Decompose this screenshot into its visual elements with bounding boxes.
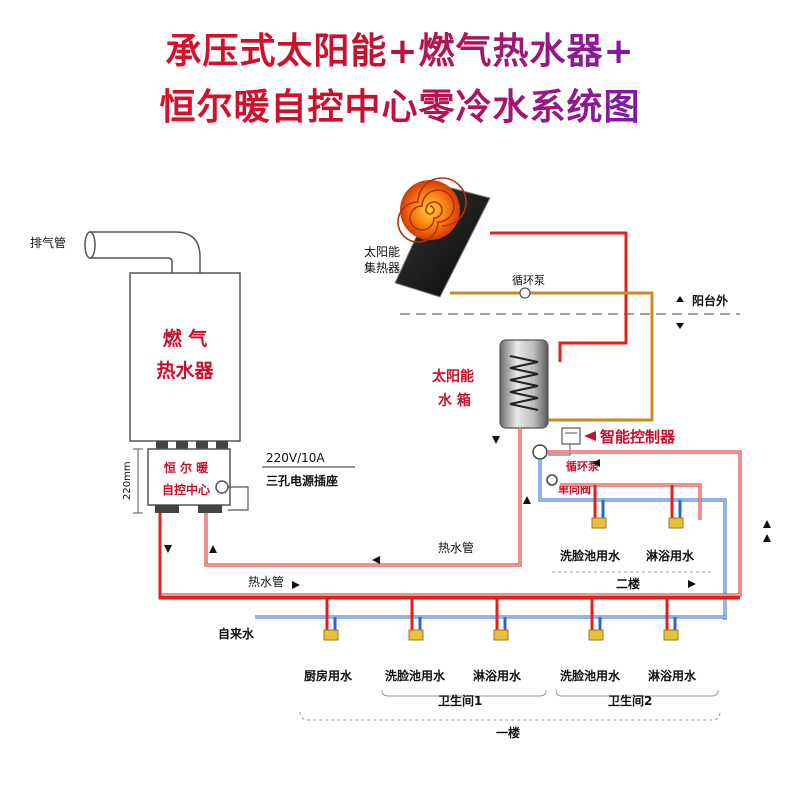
cold-inlet-label: 自来水 [218,626,255,641]
floor2-hot-pipe [158,450,742,597]
floor1-shower1-label: 淋浴用水 [473,668,522,683]
floor1-kitchen-label: 厨房用水 [304,668,353,683]
pump-top-icon [519,287,531,299]
control-label-2: 自控中心 [162,482,210,497]
hot-down-arrow-left [164,545,172,553]
power-wire [228,466,355,511]
hot-pipe-low-label: 热水管 [248,574,284,589]
hot-up-arrow-left [209,545,217,553]
floor2-taps [591,517,684,529]
bath1-label: 卫生间1 [438,693,482,708]
check-valve-icon [546,474,558,486]
solar-collector-panel [394,184,491,298]
floor2-shower-label: 淋浴用水 [646,548,695,563]
title-line-1: 承压式太阳能+燃气热水器+ [0,22,800,74]
floor2-arrow [688,580,696,588]
power-plug-icon [215,480,229,494]
controller-wire [548,444,571,456]
floor1-bracket [299,711,721,721]
heater-label-2: 热水器 [156,359,214,382]
control-outlet-right [198,505,222,513]
heater-connectors [156,441,228,449]
collector-label-1: 太阳能 [364,244,400,259]
control-label-1: 恒 尔 暖 [164,460,209,475]
power-label-2: 三孔电源插座 [266,473,338,488]
pump-mid-icon [532,444,548,460]
tank-label-1: 太阳能 [432,368,474,385]
hot-pipe-arrow [372,556,380,564]
title-line-2: 恒尔暖自控中心零冷水系统图 [0,78,800,130]
exhaust-pipe [84,231,201,276]
floor1-basin2-label: 洗脸池用水 [560,668,621,683]
balcony-down-arrow [676,323,684,329]
collector-label-2: 集热器 [364,260,400,275]
floor2-hot-pipe-inner [159,451,741,596]
floor1-label: 一楼 [496,725,520,740]
collector-return-pipe [450,291,654,422]
floor1-basin1-label: 洗脸池用水 [385,668,446,683]
floor2-basin-label: 洗脸池用水 [560,548,621,563]
bath1-bracket [381,689,547,697]
sun-coil-icon [397,177,467,243]
control-center-box [147,448,231,506]
floor2-fixture-drops [593,485,682,518]
floor1-fixture-drops [325,598,677,630]
tank-label-2: 水 箱 [438,392,471,409]
flow-arrows [492,436,771,542]
height-dimension [133,448,143,514]
smart-controller-arrow [584,431,596,441]
gas-heater-body [129,272,241,442]
tank-to-heater-pipe-inner [205,428,521,566]
smart-controller-icon [561,427,581,445]
solar-tank [499,339,549,429]
smart-controller-label: 智能控制器 [600,428,676,446]
balcony-up-arrow [676,296,684,302]
hot-pipe-mid-label: 热水管 [438,540,474,555]
balcony-label: 阳台外 [692,293,728,308]
heater-label-1: 燃 气 [163,327,208,350]
bath2-bracket [555,689,719,697]
exhaust-label: 排气管 [30,235,66,250]
bath2-label: 卫生间2 [608,693,652,708]
floor1-taps [323,629,679,641]
floor1-hot-main [158,513,740,600]
hot-low-arrow [292,581,300,589]
pump-top-label: 循环泵 [512,274,545,287]
floor1-shower2-label: 淋浴用水 [648,668,697,683]
floor2-label: 二楼 [616,576,640,591]
tank-cold-inlet-inner [539,460,726,620]
power-label-1: 220V/10A [266,451,325,465]
height-label: 220mm [122,461,133,500]
pump-mid-label: 循环泵 [566,459,599,473]
collector-hot-pipe [490,231,628,362]
control-outlet-left [155,505,179,513]
